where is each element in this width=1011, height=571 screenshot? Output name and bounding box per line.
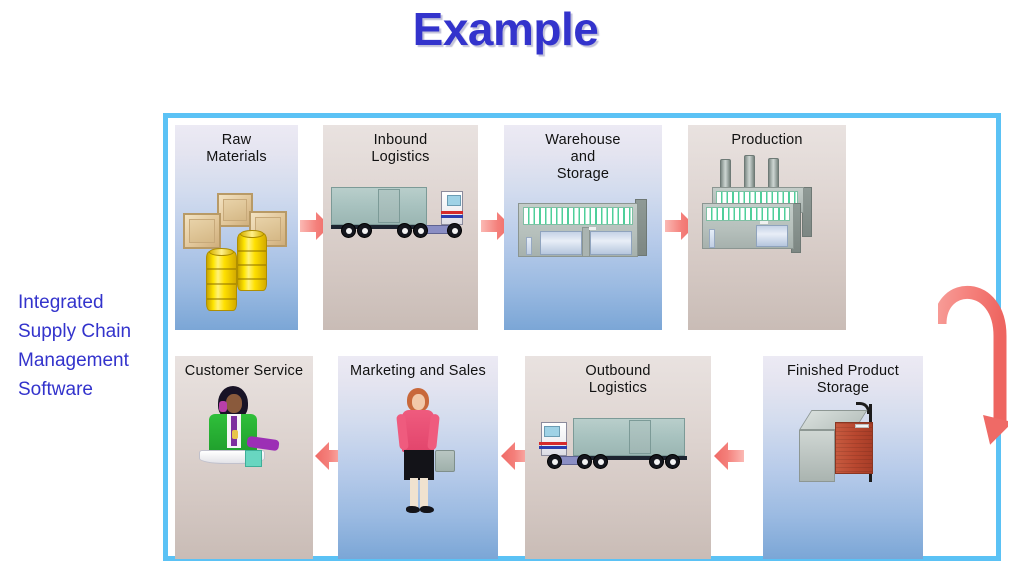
page-title: Example: [412, 3, 599, 55]
factory-with-smokestacks-art: [688, 125, 846, 330]
semi-truck-right-art: [323, 125, 478, 330]
panel-label-production: Production: [731, 132, 803, 148]
supply-chain-diagram-frame: Raw Materials: [163, 113, 1011, 561]
storage-cube-and-lamp-art: [763, 356, 923, 559]
panel-customer-service[interactable]: Customer Service: [175, 356, 313, 559]
panel-finished-product-storage[interactable]: Finished Product Storage: [763, 356, 923, 559]
side-caption-line-1: Integrated: [18, 292, 104, 313]
panel-label-warehouse-and-storage: Warehouse and Storage: [545, 132, 621, 182]
panel-label-raw-materials: Raw Materials: [206, 132, 267, 165]
panel-marketing-and-sales[interactable]: Marketing and Sales: [338, 356, 498, 559]
warehouse-building-art: [504, 125, 662, 330]
arrow-marketing-to-customer: [315, 440, 345, 472]
arrow-outbound-to-marketing: [501, 440, 531, 472]
panel-inbound-logistics[interactable]: Inbound Logistics: [323, 125, 478, 330]
panel-outbound-logistics[interactable]: Outbound Logistics: [525, 356, 711, 559]
side-caption-line-3: Management: [18, 350, 129, 371]
arrow-raw-to-inbound: [300, 210, 330, 242]
arrow-finished-to-outbound: [714, 440, 744, 472]
semi-truck-left-art: [525, 356, 711, 559]
panel-raw-materials[interactable]: Raw Materials: [175, 125, 298, 330]
arrow-warehouse-to-production: [665, 210, 695, 242]
side-caption: Integrated Supply Chain Management Softw…: [18, 288, 163, 404]
panel-warehouse-and-storage[interactable]: Warehouse and Storage: [504, 125, 662, 330]
panel-label-finished-product-storage: Finished Product Storage: [786, 363, 899, 396]
service-agent-at-desk-art: [175, 356, 313, 559]
arrow-production-to-finished: [933, 206, 1011, 476]
panel-label-inbound-logistics: Inbound Logistics: [371, 132, 430, 165]
panel-label-customer-service: Customer Service: [184, 363, 304, 379]
supply-chain-diagram: Raw Materials: [168, 118, 1011, 559]
side-caption-line-4: Software: [18, 379, 93, 400]
saleswoman-with-briefcase-art: [338, 356, 498, 559]
panel-label-marketing-and-sales: Marketing and Sales: [350, 363, 486, 379]
crates-and-barrels-art: [175, 125, 298, 330]
panel-production[interactable]: Production: [688, 125, 846, 330]
arrow-inbound-to-warehouse: [481, 210, 511, 242]
panel-label-outbound-logistics: Outbound Logistics: [585, 363, 651, 396]
side-caption-line-2: Supply Chain: [18, 321, 132, 342]
